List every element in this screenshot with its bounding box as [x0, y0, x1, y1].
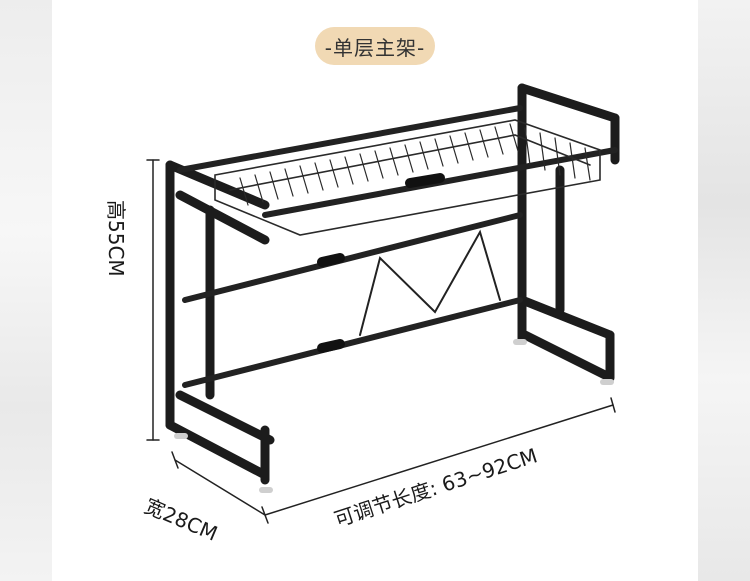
right-frame: [517, 83, 620, 383]
dish-basket: [214, 119, 601, 236]
left-frame: [165, 160, 275, 485]
marble-border-left: [0, 0, 52, 581]
title-text: -单层主架-: [324, 35, 426, 60]
back-brace: [359, 229, 501, 336]
width-dimension-line: [264, 397, 616, 516]
height-label: 高55CM: [104, 200, 128, 277]
bar-joints: [317, 173, 445, 353]
feet: [174, 339, 614, 493]
title-badge: -单层主架-: [315, 27, 435, 65]
marble-border-right: [698, 0, 750, 581]
height-dimension-line: [146, 159, 160, 441]
